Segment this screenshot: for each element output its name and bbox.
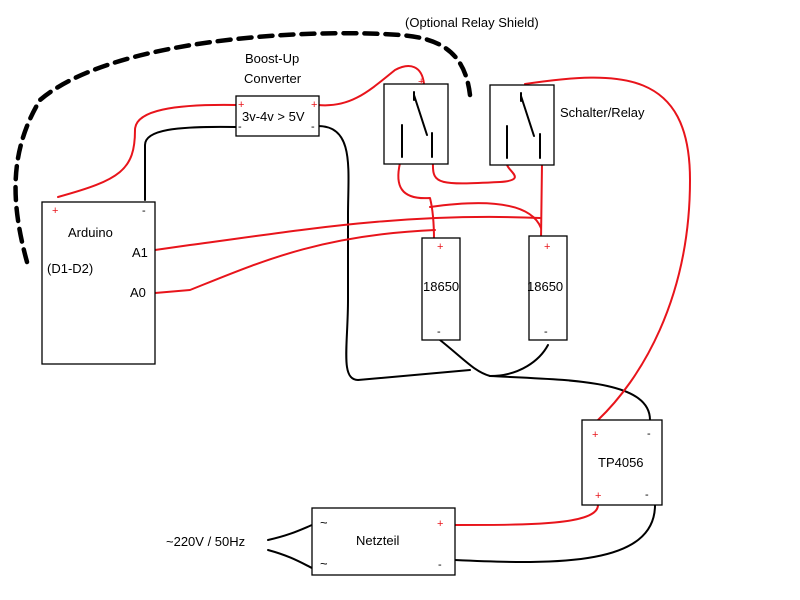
mains-label: ~220V / 50Hz <box>166 534 245 549</box>
wire-mains-2 <box>267 549 313 569</box>
arduino-pin-a0: A0 <box>130 285 146 300</box>
relay1-plus-sign: + <box>418 76 424 88</box>
tp4056-out-minus: - <box>645 489 649 501</box>
boost-plus-out: + <box>311 99 317 111</box>
relay-shield-annotation: (Optional Relay Shield) <box>405 15 539 30</box>
arduino-board: Arduino (D1-D2) A1 A0 + - <box>41 201 156 365</box>
battery-2: 18650 + - <box>527 235 568 341</box>
battery1-label: 18650 <box>423 279 459 294</box>
wire-tp4056-to-relay2 <box>524 76 691 421</box>
boost-title-line1: Boost-Up <box>245 51 299 66</box>
tp4056-module: TP4056 + - + - <box>581 419 663 506</box>
battery2-plus-sign: + <box>544 241 550 253</box>
boost-minus-out: - <box>311 121 315 133</box>
boost-plus-in: + <box>238 99 244 111</box>
wire-boost-minus-to-ground <box>317 125 471 381</box>
arduino-pin-a1: A1 <box>132 245 148 260</box>
netzteil-plus-sign: + <box>437 518 443 530</box>
arduino-title: Arduino <box>68 225 113 240</box>
wire-arduino-plus-to-boost <box>57 103 237 198</box>
arduino-plus-sign: + <box>52 205 58 217</box>
boost-converter: Boost-Up Converter 3v-4v > 5V + - + - <box>235 51 320 137</box>
boost-minus-in: - <box>238 121 242 133</box>
wire-battery2-feed <box>429 202 542 229</box>
wire-arduino-a1 <box>154 215 541 251</box>
wire-ground-to-tp4056 <box>489 375 651 421</box>
wire-relay1-to-battery2 <box>431 162 516 185</box>
wire-netzteil-minus-to-tp4056 <box>454 504 656 563</box>
battery1-plus-sign: + <box>437 241 443 253</box>
relay-shield-dashed-link <box>13 30 473 265</box>
wire-netzteil-plus-to-tp4056 <box>454 504 599 526</box>
netzteil-ac1: ~ <box>320 515 328 530</box>
netzteil-minus-sign: - <box>438 559 442 571</box>
netzteil-label: Netzteil <box>356 533 399 548</box>
tp4056-label: TP4056 <box>598 455 644 470</box>
arduino-minus-sign: - <box>142 205 146 217</box>
wire-relay1-to-battery1 <box>397 162 435 241</box>
relay-1: + <box>383 76 449 165</box>
relay-2: Schalter/Relay <box>489 84 645 166</box>
wire-mains-1 <box>267 524 313 541</box>
netzteil-ac2: ~ <box>320 556 328 571</box>
battery-1: 18650 + - <box>421 237 461 341</box>
boost-title-line2: Converter <box>244 71 302 86</box>
wire-arduino-a0 <box>154 229 436 294</box>
relay-label: Schalter/Relay <box>560 105 645 120</box>
arduino-subtitle: (D1-D2) <box>47 261 93 276</box>
tp4056-in-minus: - <box>647 428 651 440</box>
boost-text: 3v-4v > 5V <box>242 109 305 124</box>
wire-arduino-minus-to-boost <box>144 125 237 201</box>
tp4056-out-plus: + <box>595 490 601 502</box>
wire-boost-plus-to-relay1 <box>317 65 425 107</box>
battery2-label: 18650 <box>527 279 563 294</box>
battery2-minus-sign: - <box>544 326 548 338</box>
tp4056-in-plus: + <box>592 429 598 441</box>
battery1-minus-sign: - <box>437 326 441 338</box>
netzteil-power-supply: Netzteil ~ ~ + - <box>311 507 456 576</box>
